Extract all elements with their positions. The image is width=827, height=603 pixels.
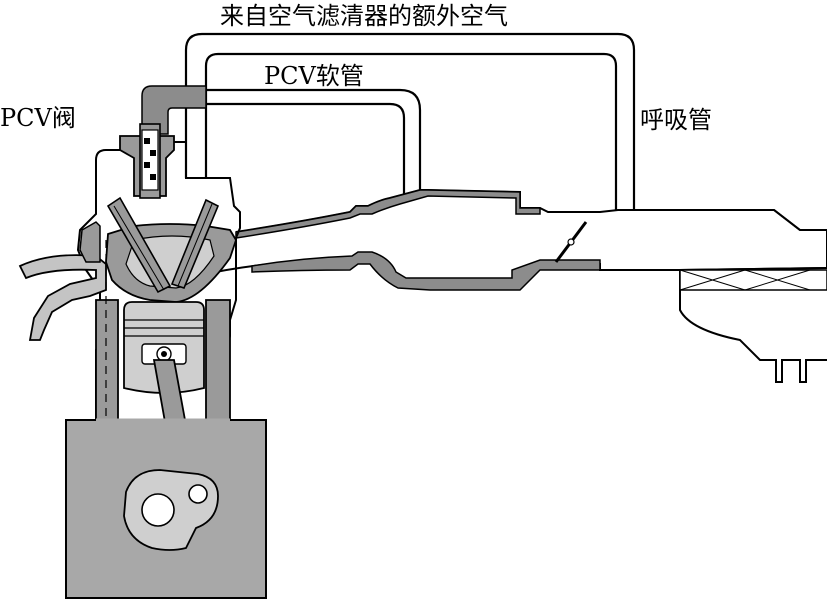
intake-pipe-wall xyxy=(235,189,541,239)
intake-valve xyxy=(106,196,172,294)
air-cleaner xyxy=(634,209,827,383)
exhaust-valve xyxy=(170,198,220,289)
piston xyxy=(123,301,205,394)
label-breather-tube: 呼吸管 xyxy=(640,106,712,134)
intake-port-left xyxy=(18,254,107,341)
extra-air-tube xyxy=(184,32,636,210)
label-extra-air: 来自空气滤清器的额外空气 xyxy=(220,2,508,30)
head-left-boss xyxy=(79,221,101,263)
crankshaft xyxy=(123,469,219,551)
label-pcv-valve: PCV阀 xyxy=(0,104,76,132)
throttle-valve xyxy=(554,221,591,263)
label-pcv-hose: PCV软管 xyxy=(264,62,364,90)
pcv-hose-fitting xyxy=(141,85,207,135)
cylinder-wall-right xyxy=(205,299,231,421)
pcv-valve xyxy=(119,123,175,199)
intake-pipe-lower-wall xyxy=(251,251,601,291)
cylinder-wall-left xyxy=(95,299,119,421)
